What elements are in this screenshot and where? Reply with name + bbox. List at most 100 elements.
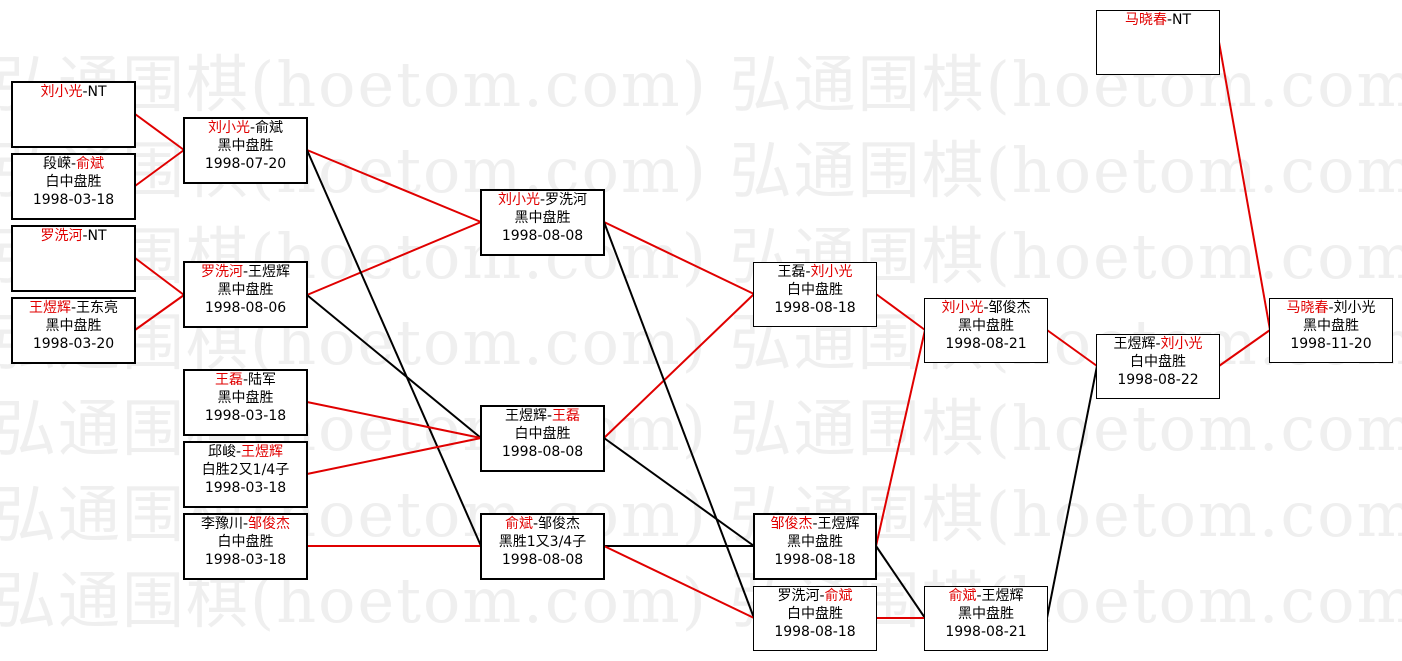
game-result: 黑中盘胜 bbox=[217, 390, 274, 406]
player-separator: - bbox=[983, 300, 989, 316]
game-result: 黑中盘胜 bbox=[1303, 318, 1359, 334]
player-two: 罗洗河 bbox=[545, 192, 588, 208]
player-two: 邹俊杰 bbox=[988, 300, 1031, 316]
game-box: 王磊-陆军黑中盘胜 1998-03-18 bbox=[183, 369, 308, 436]
player-one: 王煜辉 bbox=[1113, 336, 1156, 352]
game-box: 邹俊杰-王煜辉黑中盘胜 1998-08-18 bbox=[753, 513, 877, 580]
game-players: 李豫川-邹俊杰 bbox=[185, 515, 306, 533]
player-one: 王煜辉 bbox=[28, 300, 71, 316]
game-players: 马晓春-NT bbox=[1097, 11, 1219, 29]
player-one: 李豫川 bbox=[200, 516, 243, 532]
player-one: 俞斌 bbox=[504, 516, 533, 532]
game-players: 邹俊杰-王煜辉 bbox=[755, 515, 875, 533]
player-two: NT bbox=[87, 84, 107, 100]
game-date: 1998-03-18 bbox=[204, 408, 287, 424]
player-separator: - bbox=[805, 264, 811, 280]
player-two: 王煜辉 bbox=[981, 588, 1024, 604]
game-date: 1998-08-18 bbox=[774, 300, 856, 316]
player-two: 刘小光 bbox=[1333, 300, 1376, 316]
player-one: 邹俊杰 bbox=[770, 516, 813, 532]
edge-g13-g16 bbox=[875, 293, 926, 331]
player-separator: - bbox=[819, 588, 825, 604]
player-one: 罗洗河 bbox=[40, 228, 83, 244]
player-one: 段嵘 bbox=[42, 156, 71, 172]
player-two: 王煜辉 bbox=[248, 264, 291, 280]
player-two: 邹俊杰 bbox=[248, 516, 291, 532]
player-two: 王东亮 bbox=[76, 300, 119, 316]
player-separator: - bbox=[1328, 300, 1334, 316]
edge-g10-g13 bbox=[603, 221, 755, 295]
player-two: 俞斌 bbox=[824, 588, 853, 604]
game-result: 黑中盘胜 bbox=[217, 138, 274, 154]
game-result: 白中盘胜 bbox=[1130, 354, 1186, 370]
game-players: 刘小光-NT bbox=[13, 83, 134, 101]
game-players: 马晓春-刘小光 bbox=[1270, 299, 1392, 317]
edge-g14-g17 bbox=[875, 545, 926, 619]
game-box: 罗洗河-NT bbox=[11, 225, 136, 292]
game-result: 黑中盘胜 bbox=[45, 318, 102, 334]
player-two: 刘小光 bbox=[810, 264, 853, 280]
game-date: 1998-11-20 bbox=[1290, 336, 1372, 352]
game-result: 白中盘胜 bbox=[514, 426, 571, 442]
game-date: 1998-08-08 bbox=[501, 228, 584, 244]
game-date: 1998-03-18 bbox=[204, 480, 287, 496]
game-players: 王煜辉-王磊 bbox=[482, 407, 603, 425]
player-separator: - bbox=[70, 300, 77, 316]
edge-g11-g14 bbox=[603, 437, 755, 547]
player-separator: - bbox=[235, 444, 242, 460]
player-separator: - bbox=[532, 516, 539, 532]
game-date: 1998-03-18 bbox=[204, 552, 287, 568]
player-two: 王煜辉 bbox=[241, 444, 284, 460]
player-one: 罗洗河 bbox=[200, 264, 243, 280]
player-two: 邹俊杰 bbox=[538, 516, 581, 532]
edge-g17-g18 bbox=[1046, 365, 1098, 619]
game-result: 白中盘胜 bbox=[787, 282, 843, 298]
edge-g1-g5 bbox=[134, 113, 185, 151]
game-players: 罗洗河-NT bbox=[13, 227, 134, 245]
game-box: 刘小光-NT bbox=[11, 81, 136, 148]
game-players: 俞斌-邹俊杰 bbox=[482, 515, 603, 533]
game-players: 王磊-陆军 bbox=[185, 371, 306, 389]
player-one: 马晓春 bbox=[1124, 12, 1167, 28]
player-separator: - bbox=[70, 156, 77, 172]
game-result: 黑胜1又3/4子 bbox=[498, 534, 587, 550]
player-one: 王磊 bbox=[777, 264, 806, 280]
player-separator: - bbox=[1155, 336, 1161, 352]
player-one: 刘小光 bbox=[207, 120, 250, 136]
game-players: 罗洗河-俞斌 bbox=[754, 587, 876, 605]
player-one: 罗洗河 bbox=[777, 588, 820, 604]
game-result: 黑中盘胜 bbox=[514, 210, 571, 226]
player-separator: - bbox=[976, 588, 982, 604]
player-one: 刘小光 bbox=[40, 84, 83, 100]
game-date: 1998-07-20 bbox=[204, 156, 287, 172]
game-players: 王煜辉-王东亮 bbox=[13, 299, 134, 317]
game-players: 王磊-刘小光 bbox=[754, 263, 876, 281]
game-date: 1998-03-18 bbox=[32, 192, 115, 208]
game-players: 段嵘-俞斌 bbox=[13, 155, 134, 173]
edge-g7-g11 bbox=[306, 401, 482, 439]
player-separator: - bbox=[242, 516, 249, 532]
player-separator: - bbox=[82, 84, 88, 100]
player-separator: - bbox=[1166, 12, 1173, 28]
game-result: 黑中盘胜 bbox=[958, 606, 1014, 622]
game-date: 1998-03-20 bbox=[32, 336, 115, 352]
edge-g6-g11 bbox=[306, 294, 482, 439]
game-date: 1998-08-18 bbox=[774, 624, 856, 640]
game-result: 黑中盘胜 bbox=[787, 534, 843, 550]
edge-g8-g11 bbox=[306, 437, 482, 475]
game-players: 邱峻-王煜辉 bbox=[185, 443, 306, 461]
game-date: 1998-08-18 bbox=[774, 552, 856, 568]
edge-g3-g6 bbox=[134, 257, 185, 296]
player-two: 王煜辉 bbox=[817, 516, 860, 532]
edge-g14-g16 bbox=[875, 329, 926, 547]
